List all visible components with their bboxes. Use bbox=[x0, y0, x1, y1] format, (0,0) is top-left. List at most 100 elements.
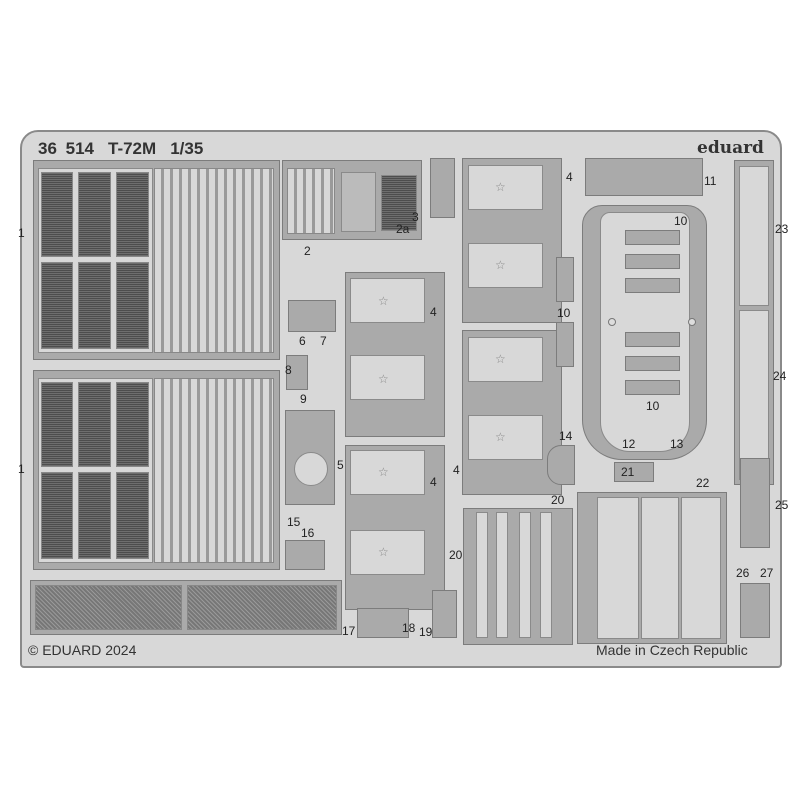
part-1-louvre bbox=[154, 378, 274, 563]
part-10 bbox=[625, 230, 680, 245]
part-label: 2a bbox=[396, 222, 410, 236]
part-label: 10 bbox=[557, 306, 571, 320]
part-22 bbox=[681, 497, 721, 639]
part-label: 4 bbox=[430, 305, 437, 319]
part-10 bbox=[625, 356, 680, 371]
part-2-plate bbox=[341, 172, 376, 232]
mesh bbox=[41, 472, 73, 559]
part-20 bbox=[496, 512, 508, 638]
part-label: 16 bbox=[301, 526, 315, 540]
part-label: 27 bbox=[760, 566, 774, 580]
part-label: 7 bbox=[320, 334, 327, 348]
part-label: 2 bbox=[304, 244, 311, 258]
mesh bbox=[78, 262, 111, 349]
part-10 bbox=[625, 254, 680, 269]
mesh bbox=[41, 382, 73, 467]
part-label: 24 bbox=[773, 369, 787, 383]
part-4 bbox=[350, 450, 425, 495]
mesh bbox=[116, 382, 149, 467]
part-label: 6 bbox=[299, 334, 306, 348]
part-20 bbox=[540, 512, 552, 638]
origin-text: Made in Czech Republic bbox=[596, 642, 748, 658]
part-10 bbox=[625, 380, 680, 395]
hole bbox=[608, 318, 616, 326]
part-label: 1 bbox=[18, 226, 25, 240]
brand-logo: eduard bbox=[697, 138, 764, 158]
part-label: 10 bbox=[646, 399, 660, 413]
part-label: 1 bbox=[18, 462, 25, 476]
part-label: 18 bbox=[402, 621, 416, 635]
part-8 bbox=[286, 355, 308, 390]
mesh bbox=[78, 472, 111, 559]
part-label: 14 bbox=[559, 429, 573, 443]
part-label: 4 bbox=[453, 463, 460, 477]
part-label: 21 bbox=[621, 465, 635, 479]
part-20 bbox=[519, 512, 531, 638]
part-5 bbox=[294, 452, 328, 486]
mesh bbox=[41, 172, 73, 257]
part-14 bbox=[547, 445, 575, 485]
part-4 bbox=[468, 165, 543, 210]
part-label: 20 bbox=[551, 493, 565, 507]
mesh bbox=[41, 262, 73, 349]
part-2-grille bbox=[287, 168, 335, 234]
part-10-small bbox=[556, 322, 574, 367]
part-label: 23 bbox=[775, 222, 789, 236]
part-label: 8 bbox=[285, 363, 292, 377]
star-icon: ☆ bbox=[495, 430, 506, 444]
part-4 bbox=[350, 278, 425, 323]
part-label: 4 bbox=[430, 475, 437, 489]
part-label: 4 bbox=[566, 170, 573, 184]
mesh bbox=[116, 472, 149, 559]
part-label: 26 bbox=[736, 566, 750, 580]
part-label: 3 bbox=[412, 210, 419, 224]
part-label: 17 bbox=[342, 624, 356, 638]
part-17-18 bbox=[357, 608, 409, 638]
mesh bbox=[78, 382, 111, 467]
part-19 bbox=[432, 590, 457, 638]
mesh bbox=[78, 172, 111, 257]
scale: 1/35 bbox=[170, 139, 204, 158]
part-10-small bbox=[556, 257, 574, 302]
part-26-27 bbox=[740, 583, 770, 638]
part-10 bbox=[625, 332, 680, 347]
mesh bbox=[116, 262, 149, 349]
part-2-mesh bbox=[381, 175, 417, 231]
star-icon: ☆ bbox=[495, 352, 506, 366]
part-22 bbox=[597, 497, 639, 639]
part-10 bbox=[625, 278, 680, 293]
copyright: © EDUARD 2024 bbox=[28, 642, 137, 658]
star-icon: ☆ bbox=[378, 545, 389, 559]
part-label: 13 bbox=[670, 437, 684, 451]
mesh-strip bbox=[187, 585, 337, 630]
part-label: 20 bbox=[449, 548, 463, 562]
part-11 bbox=[585, 158, 703, 196]
part-4 bbox=[468, 337, 543, 382]
part-1-louvre bbox=[154, 168, 274, 353]
star-icon: ☆ bbox=[495, 180, 506, 194]
part-label: 5 bbox=[337, 458, 344, 472]
part-label: 12 bbox=[622, 437, 636, 451]
part-23 bbox=[739, 166, 769, 306]
star-icon: ☆ bbox=[378, 294, 389, 308]
star-icon: ☆ bbox=[495, 258, 506, 272]
part-label: 15 bbox=[287, 515, 301, 529]
part-21 bbox=[614, 462, 654, 482]
mesh bbox=[116, 172, 149, 257]
part-25 bbox=[740, 458, 770, 548]
part-4 bbox=[468, 243, 543, 288]
part-24 bbox=[739, 310, 769, 480]
part-label: 25 bbox=[775, 498, 789, 512]
part-22 bbox=[641, 497, 679, 639]
part-label: 9 bbox=[300, 392, 307, 406]
model-name: T-72M bbox=[108, 139, 157, 158]
part-3 bbox=[430, 158, 455, 218]
part-6-7 bbox=[288, 300, 336, 332]
hole bbox=[688, 318, 696, 326]
part-label: 11 bbox=[704, 174, 717, 188]
part-label: 10 bbox=[674, 214, 688, 228]
part-16 bbox=[285, 540, 325, 570]
star-icon: ☆ bbox=[378, 372, 389, 386]
part-4 bbox=[468, 415, 543, 460]
